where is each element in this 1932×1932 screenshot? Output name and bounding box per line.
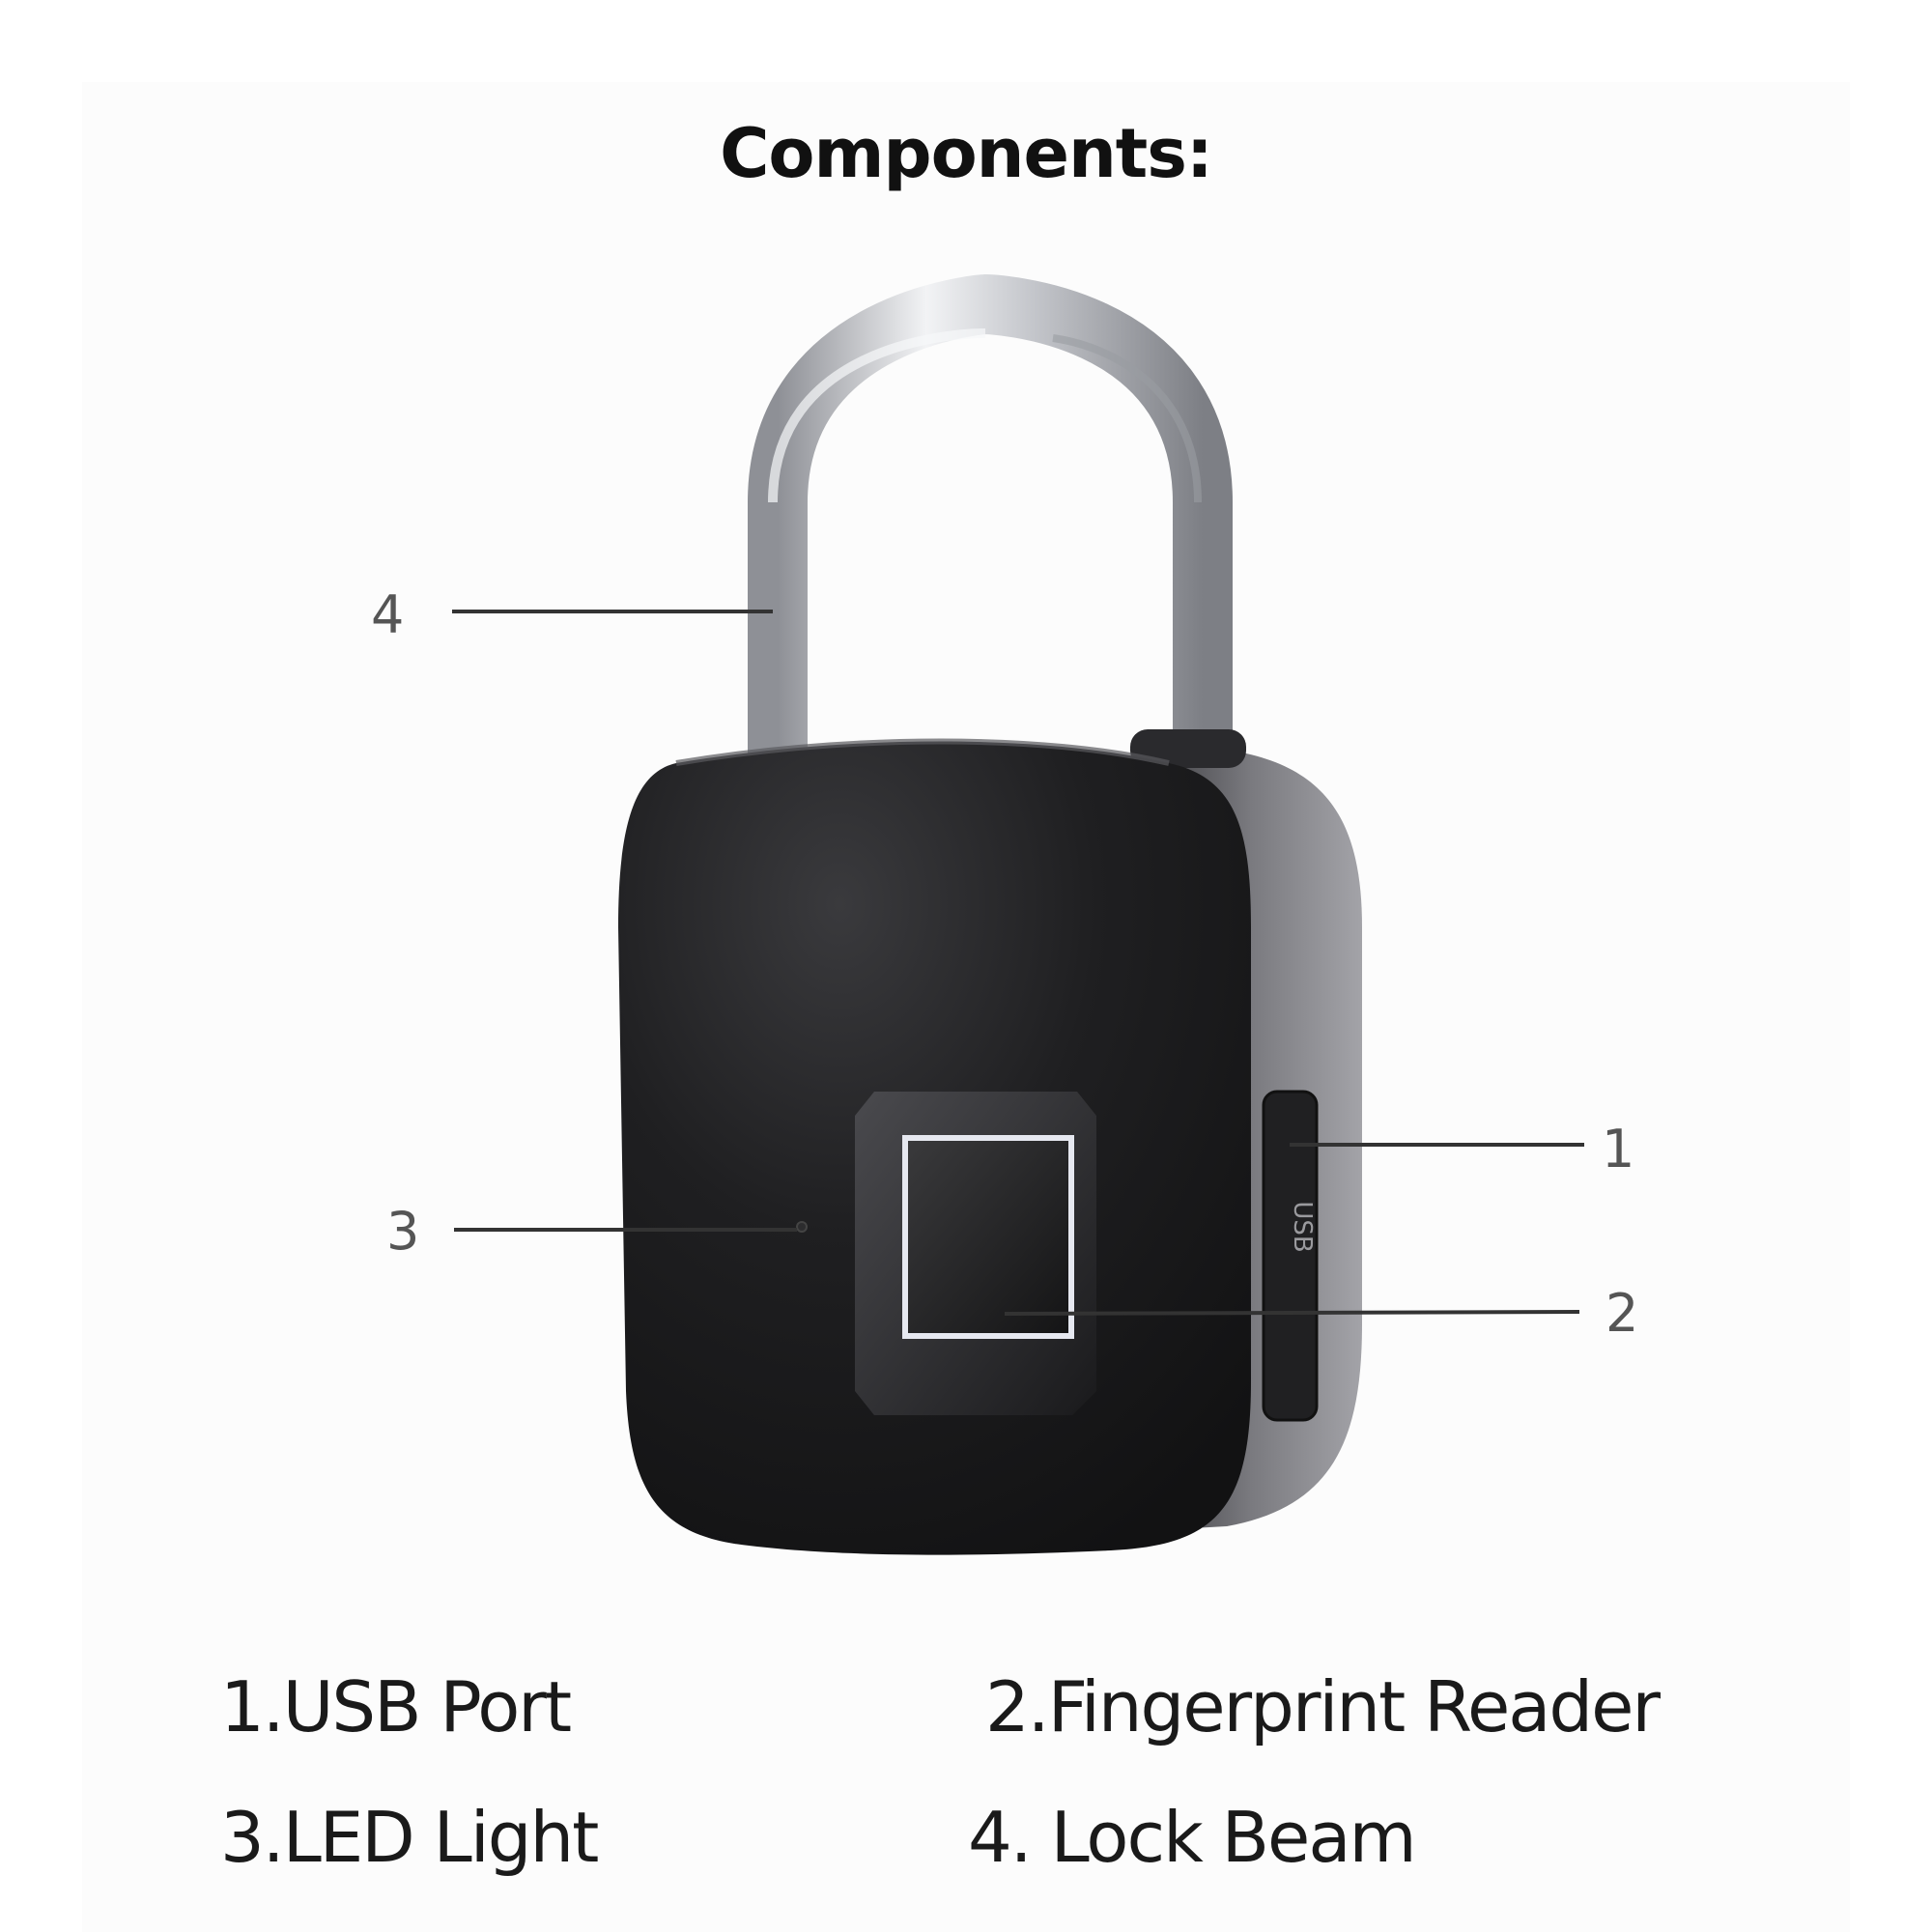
callout-line-2 <box>1004 1310 1580 1316</box>
lock-beam <box>748 273 1233 783</box>
usb-port: USB <box>1262 1090 1319 1422</box>
callout-number-4: 4 <box>371 584 405 645</box>
led-light <box>796 1221 808 1233</box>
callout-number-2: 2 <box>1605 1283 1639 1344</box>
legend-item-fingerprint-reader: 2.Fingerprint Reader <box>985 1666 1661 1747</box>
legend-item-led-light: 3.LED Light <box>220 1797 599 1878</box>
callout-lines <box>452 610 1584 1316</box>
callout-number-1: 1 <box>1602 1119 1635 1179</box>
fingerprint-reader <box>855 1092 1096 1415</box>
page-title: Components: <box>720 114 1213 193</box>
usb-label: USB <box>1288 1201 1317 1252</box>
legend-item-lock-beam: 4. Lock Beam <box>968 1797 1417 1878</box>
callout-number-3: 3 <box>386 1201 420 1262</box>
legend-item-usb-port: 1.USB Port <box>220 1666 572 1747</box>
